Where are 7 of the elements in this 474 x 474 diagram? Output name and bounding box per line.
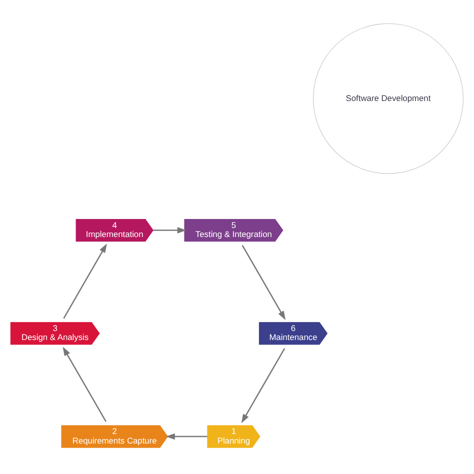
arrow	[241, 348, 286, 423]
arrow	[63, 243, 107, 318]
arrow	[242, 244, 286, 320]
arrow	[62, 346, 106, 422]
arrow	[166, 432, 208, 440]
node-circle: Software Development	[312, 22, 464, 174]
arrow	[153, 226, 186, 233]
